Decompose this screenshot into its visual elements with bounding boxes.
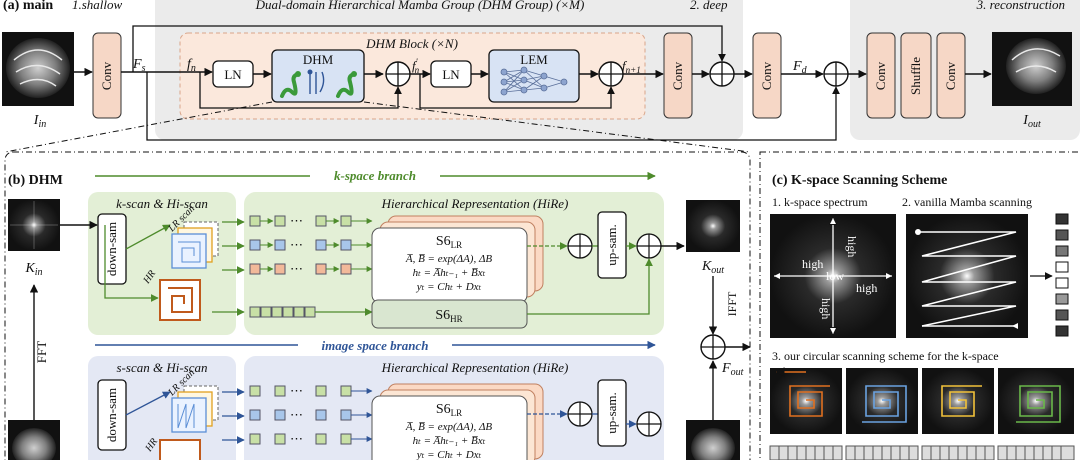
neural-net-icon — [500, 66, 568, 96]
panel-a: (a) main 1.shallow Dual-domain Hierarchi… — [0, 0, 1080, 153]
fft-label: FFT — [34, 341, 49, 363]
kin-spectrum — [8, 199, 60, 251]
scan-icon — [307, 69, 325, 94]
svg-text:S6LR: S6LR — [436, 234, 462, 250]
kspace-branch-label: k-space branch — [334, 168, 416, 183]
svg-text:hₜ = A̅hₜ₋₁ + B̅xₜ: hₜ = A̅hₜ₋₁ + B̅xₜ — [413, 267, 486, 279]
panel-a-label: (a) main — [3, 0, 53, 13]
svg-text:high: high — [819, 298, 833, 319]
kscan-stack: LR scan HR — [141, 203, 219, 321]
deep-label: 2. deep — [690, 0, 728, 12]
svg-text:LN: LN — [442, 67, 460, 82]
shuffle-block — [900, 32, 932, 119]
fout-label: Fout — [721, 361, 744, 378]
panel-c-sub2: 2. vanilla Mamba scanning — [902, 195, 1032, 209]
svg-text:high: high — [802, 257, 823, 271]
kout-spectrum — [686, 200, 740, 252]
fn-prime-label: f'n — [412, 57, 420, 75]
svg-text:up-sam.: up-sam. — [604, 392, 619, 434]
svg-text:Shuffle: Shuffle — [908, 57, 923, 95]
svg-text:s-scan & Hi-scan: s-scan & Hi-scan — [117, 360, 208, 375]
ifft-label: IFFT — [725, 291, 739, 316]
svg-text:down-sam: down-sam — [104, 388, 119, 442]
kspace-spectrum-image: high high high high low — [770, 214, 896, 338]
circular-scan-3 — [922, 368, 994, 434]
output-image — [992, 32, 1072, 106]
fn-label: fn — [187, 57, 196, 74]
panel-c-title: (c) K-space Scanning Scheme — [772, 173, 947, 188]
conv-recon-2 — [936, 32, 966, 119]
circular-scan-4 — [998, 368, 1074, 434]
block-title: DHM Block (×N) — [365, 36, 458, 51]
svg-text:⋯: ⋯ — [290, 383, 303, 398]
svg-text:⋯: ⋯ — [290, 261, 303, 276]
panel-b-label: (b) DHM — [8, 173, 63, 188]
svg-text:⋯: ⋯ — [290, 213, 303, 228]
fs-label: Fs — [132, 57, 146, 74]
svg-text:LN: LN — [224, 67, 242, 82]
svg-text:low: low — [826, 269, 844, 283]
fd-label: Fd — [792, 59, 808, 76]
snake-icon — [280, 71, 357, 98]
vanilla-scan-image — [906, 214, 1028, 338]
vanilla-token-stack — [1055, 213, 1069, 337]
svg-text:S6LR: S6LR — [436, 402, 462, 418]
svg-text:yₜ = Chₜ + Dxₜ: yₜ = Chₜ + Dxₜ — [416, 281, 482, 293]
conv-recon-1 — [866, 32, 896, 119]
svg-text:⋯: ⋯ — [290, 237, 303, 252]
circular-scan-2 — [846, 368, 918, 434]
svg-text:Conv: Conv — [873, 61, 888, 90]
svg-text:up-sam.: up-sam. — [604, 224, 619, 266]
lem-module — [488, 49, 580, 103]
svg-text:hₜ = A̅hₜ₋₁ + B̅xₜ: hₜ = A̅hₜ₋₁ + B̅xₜ — [413, 435, 486, 447]
iout-label: Iout — [1022, 113, 1041, 130]
svg-text:yₜ = Chₜ + Dxₜ: yₜ = Chₜ + Dxₜ — [416, 449, 482, 460]
reconstruction-label: 3. reconstruction — [976, 0, 1065, 12]
svg-text:Hierarchical Representation (: Hierarchical Representation (HiRe) — [381, 360, 569, 375]
group-title: Dual-domain Hierarchical Mamba Group (DH… — [255, 0, 585, 12]
svg-text:⋯: ⋯ — [290, 431, 303, 446]
svg-text:S6HR: S6HR — [435, 308, 462, 324]
svg-text:DHM: DHM — [303, 52, 334, 67]
svg-text:⋯: ⋯ — [290, 407, 303, 422]
svg-text:Conv: Conv — [99, 61, 114, 90]
svg-text:high: high — [845, 236, 859, 257]
kout-label: Kout — [701, 259, 724, 276]
circular-scan-1 — [770, 367, 842, 434]
panel-c-sub1: 1. k-space spectrum — [772, 195, 868, 209]
token-rows-k: ⋯ ⋯ ⋯ — [212, 213, 373, 318]
token-rows-i: ⋯ ⋯ ⋯ — [222, 383, 373, 446]
conv-deep-2 — [752, 32, 782, 119]
svg-text:A̅, B̅ = exp(ΔA), ΔB: A̅, B̅ = exp(ΔA), ΔB — [405, 421, 493, 433]
iin-label: Iin — [33, 113, 46, 130]
svg-text:high: high — [856, 281, 877, 295]
svg-text:Conv: Conv — [759, 61, 774, 90]
circular-token-strips — [769, 445, 1075, 460]
panel-c: (c) K-space Scanning Scheme 1. k-space s… — [759, 151, 1080, 460]
svg-text:Conv: Conv — [943, 61, 958, 90]
svg-text:down-sam: down-sam — [104, 222, 119, 276]
s6lr-module-k: S6LR A̅, B̅ = exp(ΔA), ΔB hₜ = A̅hₜ₋₁ + … — [371, 215, 544, 304]
svg-text:k-scan & Hi-scan: k-scan & Hi-scan — [116, 196, 208, 211]
s6lr-module-i: S6LR A̅, B̅ = exp(ΔA), ΔB hₜ = A̅hₜ₋₁ + … — [371, 383, 544, 460]
fn1-label: fn+1 — [622, 58, 641, 75]
panel-c-sub3: 3. our circular scanning scheme for the … — [772, 349, 999, 363]
upsam-i — [597, 379, 627, 447]
panel-b: (b) DHM k-space branch k-scan & Hi-scan … — [4, 151, 751, 460]
conv-deep-1 — [663, 32, 693, 119]
svg-text:Hierarchical Representation (: Hierarchical Representation (HiRe) — [381, 196, 569, 211]
input-image — [2, 32, 74, 106]
upsam-k — [597, 211, 627, 279]
shallow-label: 1.shallow — [72, 0, 123, 12]
svg-text:A̅, B̅ = exp(ΔA), ΔB: A̅, B̅ = exp(ΔA), ΔB — [405, 253, 493, 265]
kin-label: Kin — [24, 261, 42, 278]
svg-text:Conv: Conv — [670, 61, 685, 90]
image-branch-label: image space branch — [322, 338, 429, 353]
conv-shallow — [92, 32, 122, 119]
image-out-thumbnail — [686, 420, 740, 460]
svg-text:LEM: LEM — [520, 52, 548, 67]
image-in-thumbnail — [8, 420, 60, 460]
